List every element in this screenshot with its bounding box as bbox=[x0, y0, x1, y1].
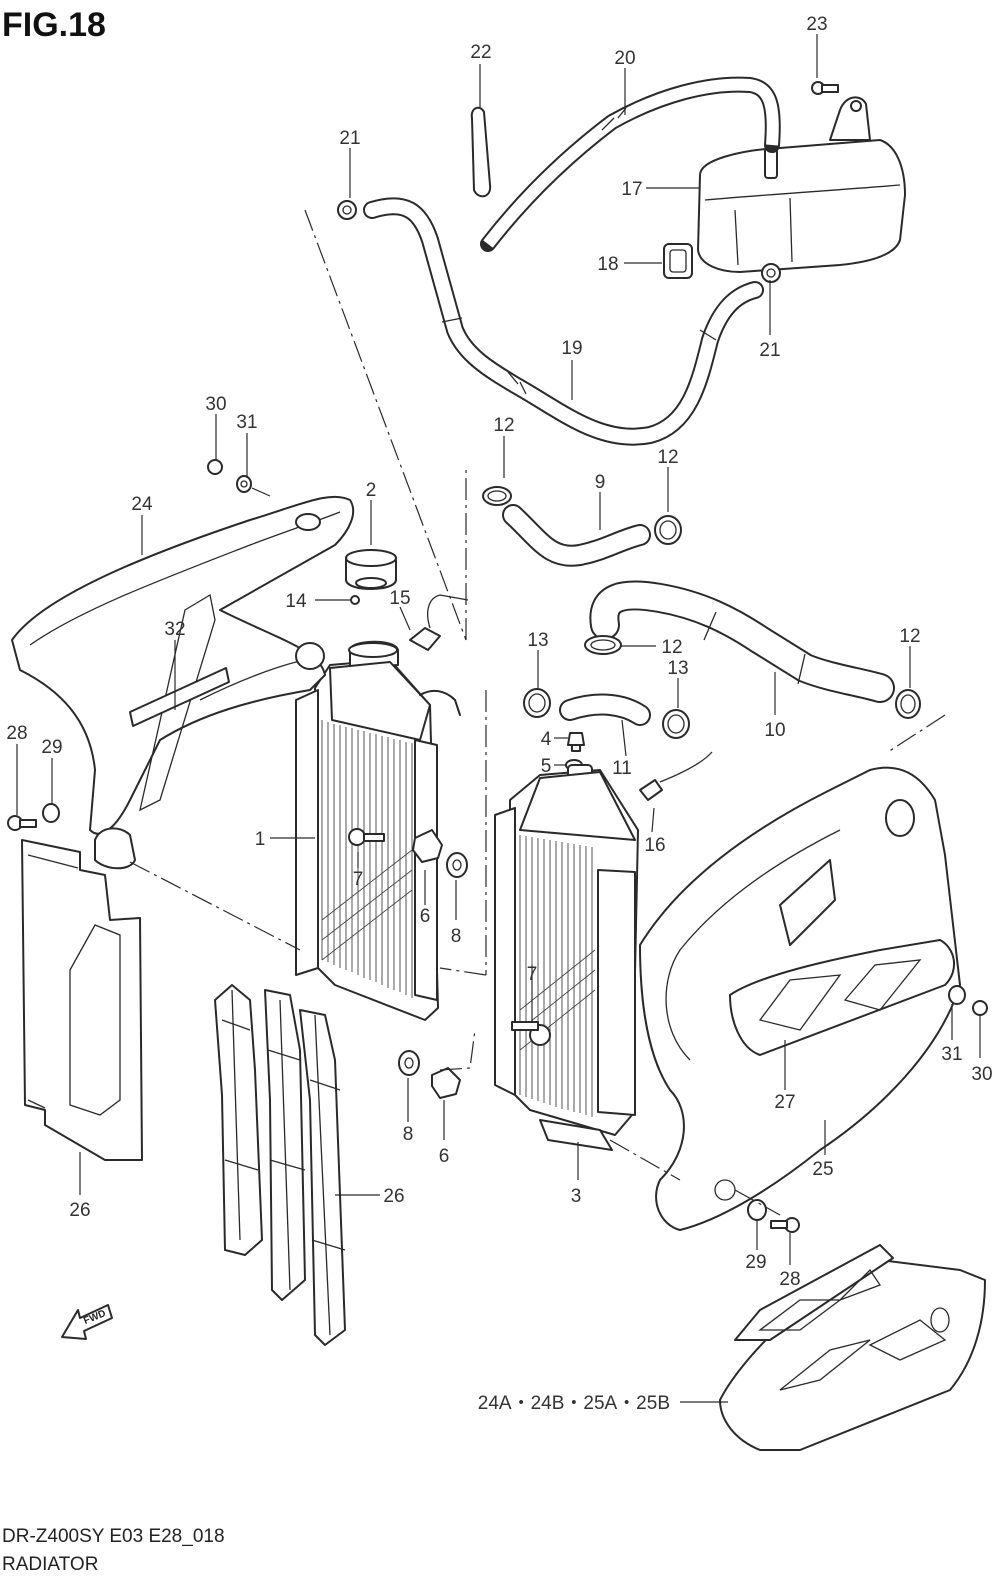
temperature-sensor-16 bbox=[639, 751, 713, 801]
callout-13b: 13 bbox=[667, 658, 688, 679]
callout-4: 4 bbox=[541, 729, 552, 750]
collar-8-left bbox=[446, 852, 468, 878]
callout-8b: 8 bbox=[403, 1124, 414, 1145]
callout-6b: 6 bbox=[439, 1146, 450, 1167]
callout-5: 5 bbox=[541, 756, 552, 777]
radiator-guard-left bbox=[21, 839, 143, 1161]
callout-13a: 13 bbox=[527, 630, 548, 651]
callout-12d: 12 bbox=[899, 626, 920, 647]
callout-30b: 30 bbox=[971, 1064, 992, 1085]
callout-21b: 21 bbox=[759, 340, 780, 361]
bolt-7-right bbox=[511, 1021, 551, 1046]
callout-12a: 12 bbox=[493, 415, 514, 436]
callout-22: 22 bbox=[470, 42, 491, 63]
hose-clamp-tank bbox=[761, 263, 781, 283]
callout-7a: 7 bbox=[353, 869, 364, 890]
callout-24: 24 bbox=[131, 494, 153, 515]
callout-16: 16 bbox=[644, 835, 665, 856]
callout-20: 20 bbox=[614, 48, 635, 69]
callout-30a: 30 bbox=[205, 394, 226, 415]
callout-15: 15 bbox=[389, 588, 410, 609]
radiator-shroud-left bbox=[11, 495, 355, 870]
decal-27 bbox=[729, 859, 955, 1056]
callout-26a: 26 bbox=[69, 1200, 90, 1221]
screw-30-right bbox=[972, 1000, 988, 1016]
radiator-cap-2 bbox=[345, 549, 397, 590]
callout-28b: 28 bbox=[779, 1269, 800, 1290]
emblem-32 bbox=[129, 667, 230, 727]
clamp-13b bbox=[662, 709, 690, 739]
clamp-12b bbox=[654, 515, 682, 545]
callout-1: 1 bbox=[255, 829, 266, 850]
clamp-12d bbox=[895, 689, 921, 719]
figure-title: FIG.18 bbox=[2, 6, 106, 44]
callout-29a: 29 bbox=[41, 737, 62, 758]
washer-31-right bbox=[948, 985, 966, 1005]
callout-21a: 21 bbox=[339, 128, 360, 149]
callout-31a: 31 bbox=[236, 412, 257, 433]
callout-23: 23 bbox=[806, 14, 827, 35]
callout-24a-24b-25a-25b: 24A・24B・25A・25B bbox=[478, 1393, 670, 1414]
overflow-hose bbox=[363, 197, 764, 446]
grommet-6-right bbox=[431, 1067, 461, 1099]
screw-14 bbox=[350, 595, 360, 605]
clamp-12a bbox=[482, 486, 512, 506]
callout-12b: 12 bbox=[657, 447, 678, 468]
callout-14: 14 bbox=[285, 591, 307, 612]
callout-31b: 31 bbox=[941, 1044, 962, 1065]
bolt-4 bbox=[567, 732, 585, 752]
callout-19: 19 bbox=[561, 338, 582, 359]
tank-grommet bbox=[663, 243, 693, 279]
callout-7b: 7 bbox=[527, 964, 538, 985]
air-bleed-15 bbox=[409, 594, 469, 651]
callout-labels: 22 20 23 21 17 18 21 19 12 12 9 30 31 24… bbox=[6, 14, 992, 1414]
callout-32: 32 bbox=[164, 619, 185, 640]
hose-guide bbox=[470, 106, 492, 198]
water-hose-9 bbox=[502, 504, 651, 567]
washer-29-right bbox=[747, 1199, 767, 1221]
grommet-6-left bbox=[412, 829, 443, 863]
leader-lines bbox=[16, 34, 981, 1403]
callout-27: 27 bbox=[774, 1092, 795, 1113]
callout-11: 11 bbox=[612, 758, 632, 779]
callout-29b: 29 bbox=[745, 1252, 766, 1273]
water-hose-10 bbox=[589, 580, 895, 703]
radiator-left bbox=[295, 640, 461, 1021]
model-code: DR-Z400SY E03 E28_018 bbox=[2, 1526, 225, 1547]
callout-3: 3 bbox=[571, 1186, 582, 1207]
radiator-right bbox=[494, 764, 639, 1151]
bolt-28-left bbox=[7, 815, 37, 831]
assembly-lines bbox=[129, 209, 946, 1216]
callout-2: 2 bbox=[366, 480, 377, 501]
callout-9: 9 bbox=[595, 472, 606, 493]
callout-8a: 8 bbox=[451, 926, 462, 947]
tank-bolt bbox=[811, 81, 839, 95]
callout-10: 10 bbox=[764, 720, 785, 741]
hose-clamp-upper bbox=[337, 200, 357, 220]
clamp-12c bbox=[584, 635, 622, 655]
reservoir-tank bbox=[697, 96, 906, 273]
screw-30-left bbox=[207, 459, 223, 475]
callout-6a: 6 bbox=[420, 906, 431, 927]
decal-set bbox=[719, 1244, 986, 1451]
callout-18: 18 bbox=[597, 254, 618, 275]
radiator-guard-right bbox=[214, 984, 346, 1346]
callout-28a: 28 bbox=[6, 723, 27, 744]
callout-12c: 12 bbox=[661, 637, 682, 658]
washer-31-left bbox=[236, 475, 252, 493]
bolt-28-right bbox=[770, 1217, 800, 1233]
callout-17: 17 bbox=[621, 179, 642, 200]
callout-26b: 26 bbox=[383, 1186, 404, 1207]
callout-25: 25 bbox=[812, 1159, 833, 1180]
clamp-13a bbox=[523, 688, 551, 718]
section-title: RADIATOR bbox=[2, 1554, 98, 1575]
water-hose-11 bbox=[559, 693, 651, 726]
bolt-7-left bbox=[348, 828, 385, 846]
fwd-arrow-icon: FWD bbox=[61, 1304, 113, 1340]
washer-29-left bbox=[42, 803, 60, 823]
collar-8-right bbox=[398, 1050, 420, 1076]
